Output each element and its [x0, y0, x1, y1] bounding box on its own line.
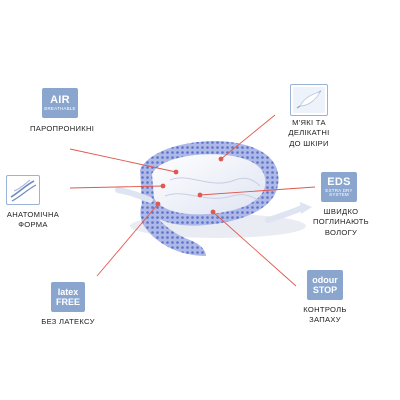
latex-caption: БЕЗ ЛАТЕКСУ: [41, 317, 95, 326]
pointer-eds: [199, 186, 316, 196]
feather-icon: [293, 87, 325, 113]
air-badge-sub: BREATHABLE: [44, 105, 76, 111]
soft-caption: М'ЯКІ ТА ДЕЛІКАТНІ ДО ШКІРИ: [288, 118, 330, 148]
airflow-arrowhead: [300, 202, 312, 214]
pointer-soft: [220, 114, 276, 160]
pad-core: [152, 154, 266, 215]
air-caption: ПАРОПРОНИКНІ: [30, 124, 95, 133]
air-breathable-badge: AIR BREATHABLE: [42, 88, 78, 118]
eds-badge-sub: EXTRA DRY SYSTEM: [325, 187, 353, 197]
pad-front-tab: [140, 196, 206, 256]
pointer-dot: [210, 209, 216, 215]
anatomic-shape-icon: [10, 179, 37, 202]
airflow-arrow: [265, 205, 305, 223]
latex-free-badge: latex FREE: [51, 282, 85, 312]
pointer-latex: [96, 203, 159, 277]
pointer-anatomic: [69, 185, 164, 189]
odour-badge-line2: STOP: [312, 284, 338, 295]
latex-badge-line2: FREE: [55, 296, 80, 307]
core-wave: [169, 177, 261, 187]
eds-badge: EDS EXTRA DRY SYSTEM: [321, 172, 357, 202]
core-wave: [164, 193, 259, 201]
pointer-dot: [173, 169, 179, 175]
feather-icon: [290, 84, 328, 116]
pointer-dot: [160, 183, 166, 189]
pointer-air: [69, 148, 177, 173]
odour-stop-badge: odour STOP: [307, 270, 343, 300]
airflow-arrow: [115, 187, 153, 203]
anatomic-shape-icon: [6, 175, 40, 205]
eds-caption: ШВИДКО ПОГЛИНАЮТЬ ВОЛОГУ: [313, 207, 369, 237]
odour-caption: КОНТРОЛЬ ЗАПАХУ: [303, 305, 347, 325]
pointer-dot: [155, 201, 161, 207]
pointer-dots: [155, 156, 224, 215]
pointer-dot: [197, 192, 203, 198]
pointer-dot: [218, 156, 224, 162]
eds-badge-main: EDS: [327, 175, 351, 188]
odour-badge-line1: odour: [312, 274, 338, 285]
anatomic-caption: АНАТОМІЧНА ФОРМА: [6, 210, 60, 230]
air-badge-main: AIR: [50, 93, 70, 106]
pointer-lines: [69, 114, 316, 287]
latex-badge-line1: latex: [57, 286, 79, 297]
pointer-odour: [212, 211, 297, 287]
